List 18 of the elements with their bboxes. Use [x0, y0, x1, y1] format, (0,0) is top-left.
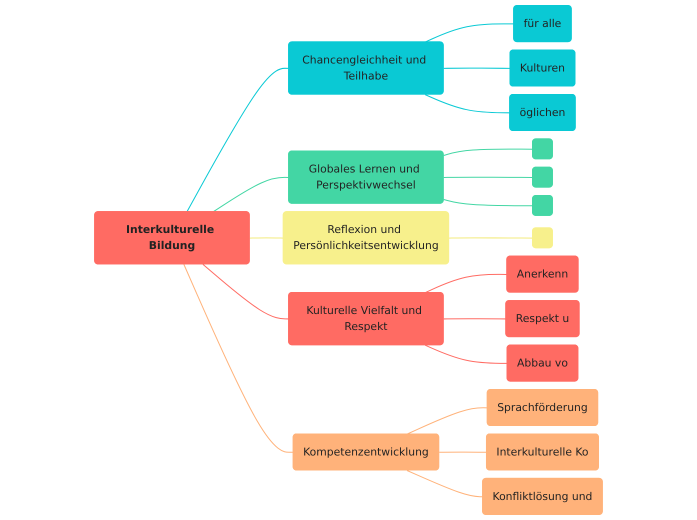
connector — [439, 452, 487, 453]
connector — [424, 23, 514, 43]
connector — [424, 94, 510, 114]
connector — [186, 68, 289, 212]
connector — [449, 237, 533, 239]
connector — [444, 318, 506, 320]
connector — [183, 264, 294, 453]
connector — [250, 237, 284, 239]
connector — [424, 344, 508, 364]
connector — [444, 148, 533, 156]
connector — [444, 198, 533, 206]
connector — [202, 264, 289, 320]
connector — [444, 176, 533, 178]
connector — [212, 176, 289, 212]
connector — [406, 407, 488, 435]
connector — [444, 68, 510, 69]
connector — [406, 470, 483, 498]
connector — [424, 274, 507, 294]
